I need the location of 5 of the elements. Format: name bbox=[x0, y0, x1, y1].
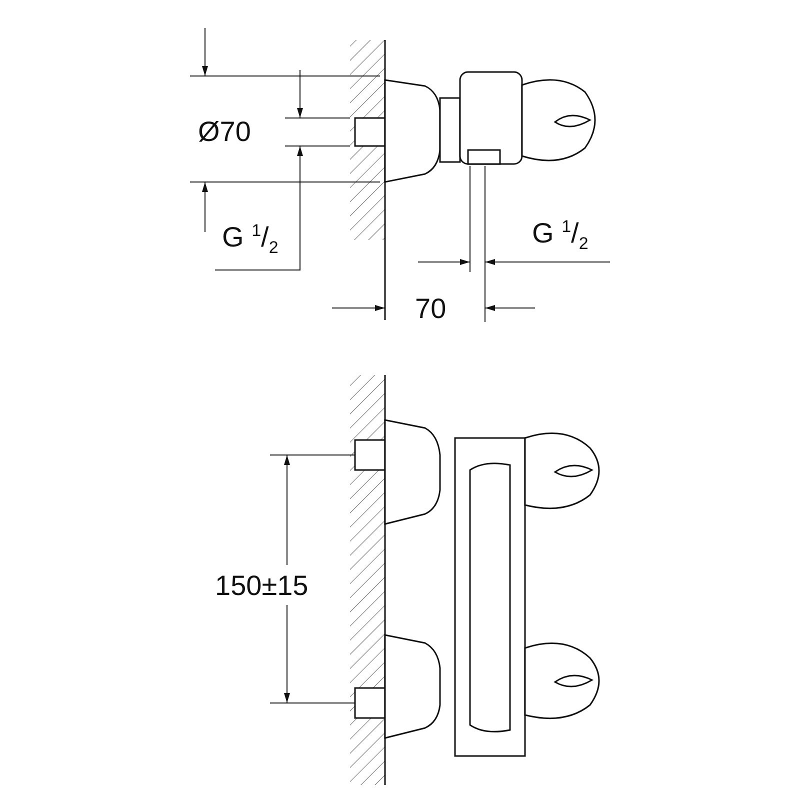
thread-size-label: G $^{1}$/$_{2}$ bbox=[222, 222, 278, 256]
dimension-label: 70 bbox=[415, 295, 446, 323]
dimension-label: 150±15 bbox=[215, 572, 308, 600]
dimension-label: Ø70 bbox=[198, 118, 251, 146]
thread-size-label: G $^{1}$/$_{2}$ bbox=[532, 218, 588, 252]
